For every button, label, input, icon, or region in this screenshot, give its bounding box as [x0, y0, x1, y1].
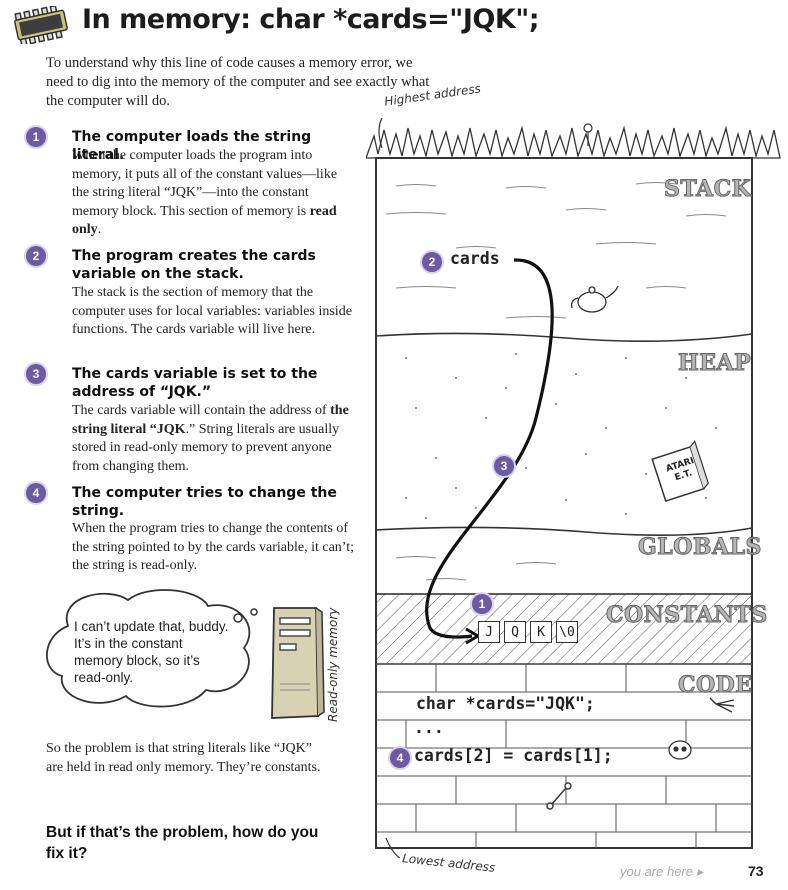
stack-variable-cards: cards: [450, 249, 500, 268]
globals-label: GLOBALS: [638, 534, 762, 561]
step-2-body: The stack is the section of memory that …: [72, 285, 352, 337]
step-badge-2: 2: [26, 246, 46, 266]
memory-diagram: Highest address Lowest address Read-only…: [326, 81, 786, 875]
diagram-marker-1: 1: [472, 594, 492, 614]
read-only-memory-label: Read-only memory: [326, 607, 340, 722]
code-line-declaration: char *cards="JQK";: [416, 694, 595, 713]
thought-bubble-text: I can’t update that, buddy. It’s in the …: [74, 619, 229, 685]
diagram-marker-4: 4: [390, 748, 410, 768]
skull-icon: [668, 740, 692, 760]
step-1-heading: The computer loads the string literal.: [72, 129, 312, 163]
closing-question: But if that’s the problem, how do you fi…: [46, 824, 319, 862]
string-cell: J: [478, 621, 500, 643]
teapot-icon: [570, 285, 619, 313]
constants-label: CONSTANTS: [606, 602, 768, 629]
code-label: CODE: [678, 672, 753, 699]
skeleton-hand-icon: [709, 697, 735, 713]
step-4-body: When the program tries to change the con…: [72, 521, 354, 573]
string-cell: \0: [556, 621, 578, 643]
step-4-heading: The computer tries to change the string.: [72, 485, 337, 519]
intro-paragraph: To understand why this line of code caus…: [46, 55, 430, 109]
thought-bubble: [46, 589, 258, 708]
computer-tower-icon: [271, 607, 325, 719]
string-literal-cells: J Q K \0: [478, 621, 578, 643]
step-badge-3: 3: [26, 364, 46, 384]
diagram-marker-2: 2: [422, 252, 442, 272]
code-ellipsis: ...: [414, 718, 444, 737]
diagram-marker-3: 3: [494, 456, 514, 476]
step-2-heading: The program creates the cards variable o…: [72, 248, 316, 282]
page-number: 73: [748, 863, 764, 879]
step-3-heading: The cards variable is set to the address…: [72, 366, 318, 400]
page-title: In memory: char *cards="JQK";: [82, 4, 540, 35]
you-are-here-label: you are here ▸: [620, 864, 704, 879]
string-cell: Q: [504, 621, 526, 643]
memory-chip-icon: [14, 6, 68, 44]
step-3-body: The cards variable will contain the addr…: [72, 403, 349, 474]
step-badge-4: 4: [26, 483, 46, 503]
conclusion-paragraph: So the problem is that string literals l…: [46, 741, 321, 775]
memory-column: [366, 118, 781, 858]
stack-label: STACK: [663, 176, 752, 203]
string-cell: K: [530, 621, 552, 643]
atari-et-cartridge-icon: [651, 439, 709, 503]
bone-icon: [546, 782, 572, 810]
code-line-assignment: cards[2] = cards[1];: [414, 746, 613, 765]
step-1-body: When the computer loads the program into…: [72, 148, 338, 237]
heap-label: HEAP: [677, 350, 752, 377]
step-badge-1: 1: [26, 127, 46, 147]
